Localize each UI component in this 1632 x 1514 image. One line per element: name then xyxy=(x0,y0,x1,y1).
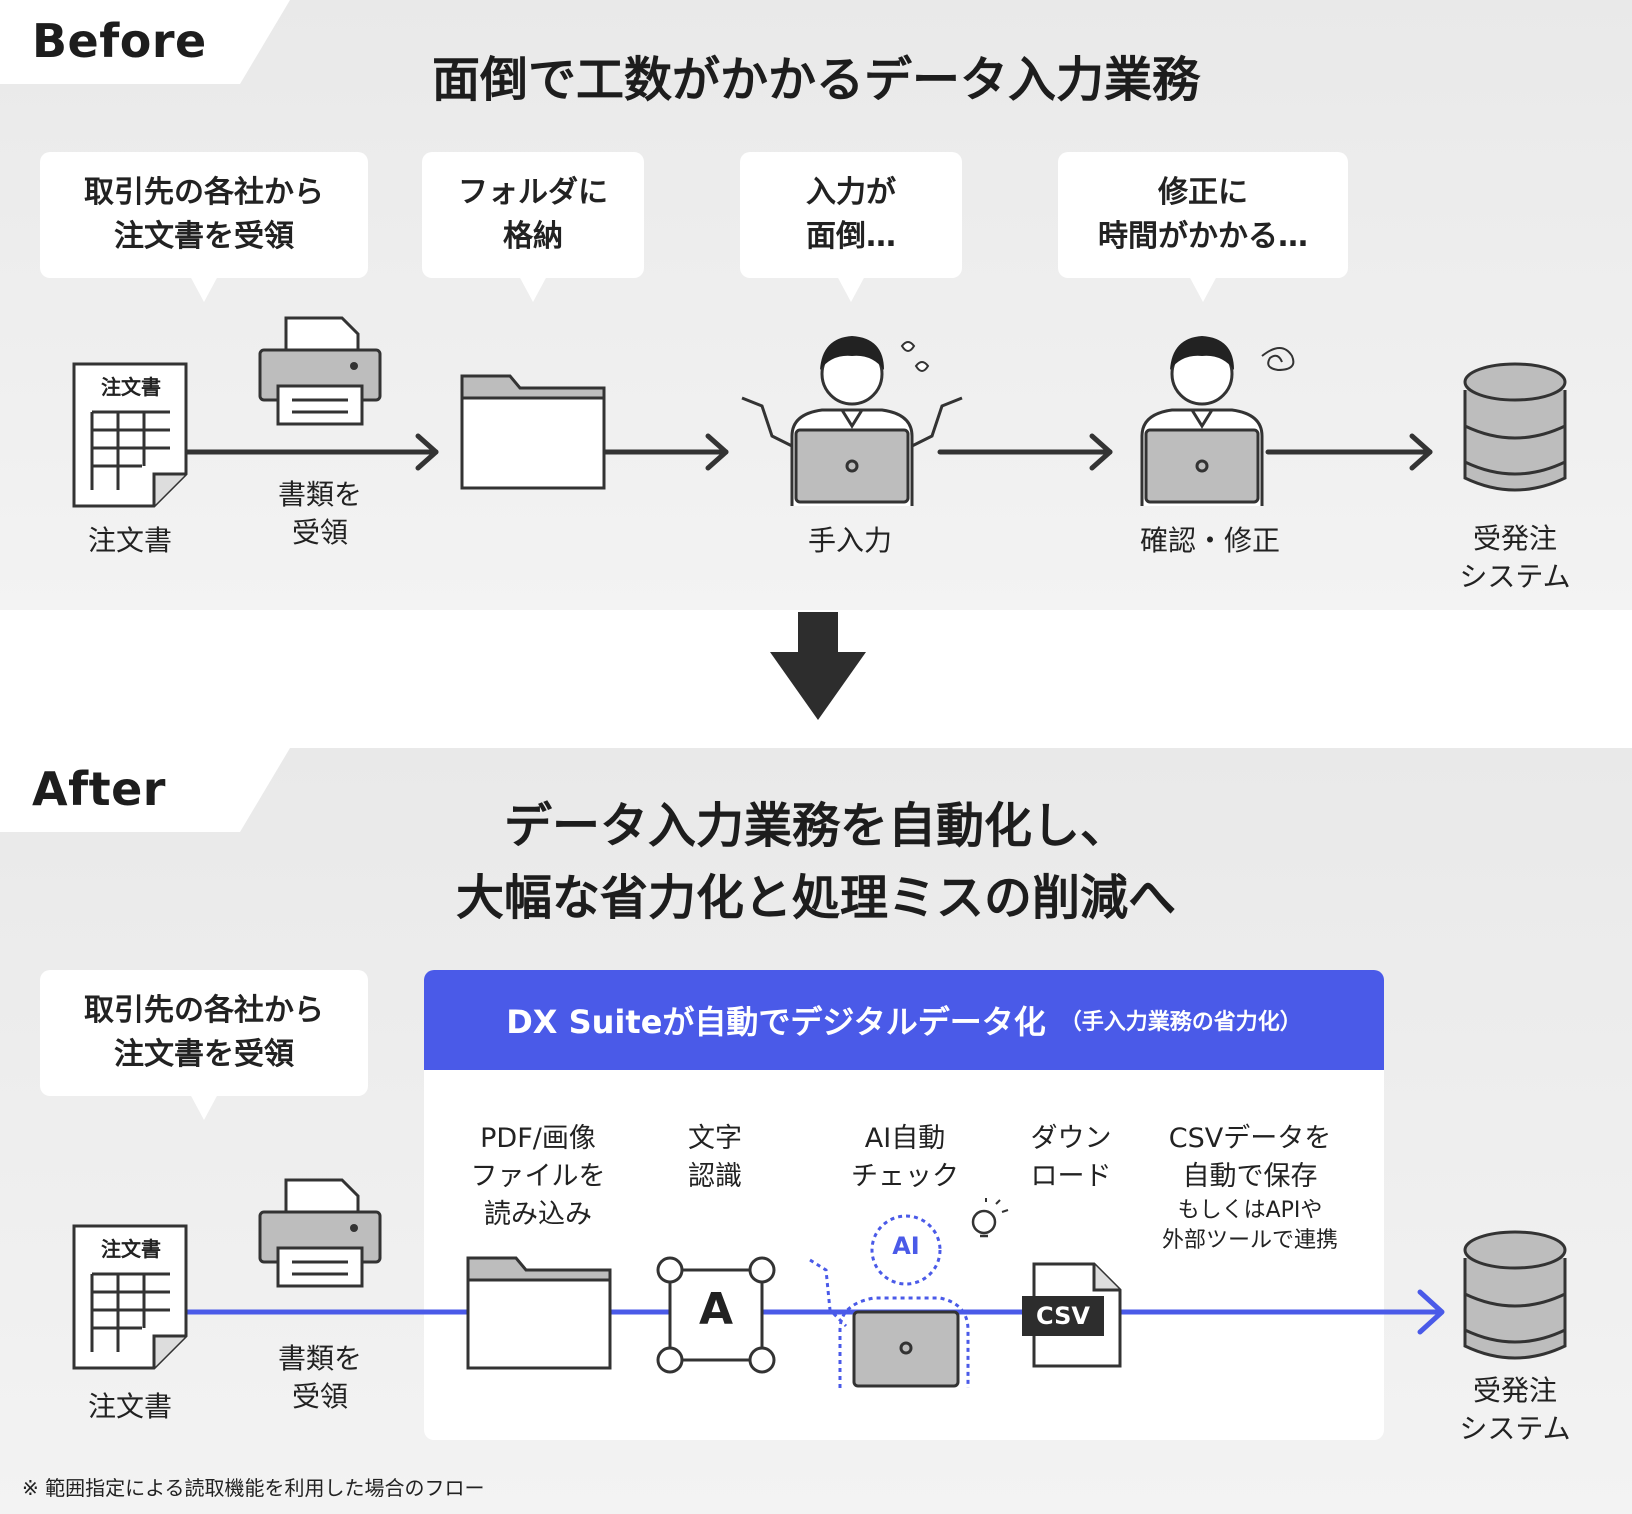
after-database-icon xyxy=(1463,1230,1567,1360)
after-bubble-receive: 取引先の各社から注文書を受領 xyxy=(40,970,368,1120)
label-document: 注文書 xyxy=(87,524,172,557)
folder-icon xyxy=(460,374,606,490)
before-tag: Before xyxy=(0,0,290,84)
after-document-icon xyxy=(72,1224,188,1370)
after-label-document: 注文書 xyxy=(87,1390,172,1423)
after-label-receive: 書類を受領 xyxy=(277,1342,362,1413)
printer-icon xyxy=(258,316,382,426)
person-check-icon xyxy=(1140,336,1295,506)
down-arrow-icon xyxy=(770,612,866,720)
step-load-file: PDF/画像ファイルを読み込み xyxy=(470,1123,606,1230)
label-receive: 書類を受領 xyxy=(277,478,362,549)
step-download: ダウンロード xyxy=(1030,1123,1112,1192)
dx-suite-header: DX Suiteが自動でデジタルデータ化（手入力業務の省力化） xyxy=(424,970,1384,1070)
after-title: データ入力業務を自動化し、 大幅な省力化と処理ミスの削減へ xyxy=(455,798,1176,926)
after-label-order-system: 受発注システム xyxy=(1459,1374,1571,1445)
label-check-fix: 確認・修正 xyxy=(1139,524,1280,557)
step-ai-check: AI自動チェック xyxy=(851,1123,959,1192)
ai-person-icon xyxy=(809,1214,970,1388)
document-header: 注文書 xyxy=(101,375,161,399)
document-icon xyxy=(72,362,188,508)
ai-badge: AI xyxy=(892,1232,920,1260)
before-title: 面倒で工数がかかるデータ入力業務 xyxy=(431,52,1200,108)
ocr-icon xyxy=(656,1256,776,1374)
database-icon xyxy=(1463,362,1567,492)
dx-folder-icon xyxy=(466,1256,612,1370)
lightbulb-icon xyxy=(971,1198,1009,1238)
bubble-input: 入力が面倒… xyxy=(740,152,962,302)
step-save-csv: CSVデータを自動で保存 もしくはAPIや外部ツールで連携 xyxy=(1161,1123,1338,1253)
bubble-fix: 修正に時間がかかる… xyxy=(1058,152,1348,302)
csv-badge: CSV xyxy=(1022,1296,1104,1336)
after-printer-icon xyxy=(258,1178,382,1288)
before-panel: Before 面倒で工数がかかるデータ入力業務 取引先の各社から注文書を受領 フ… xyxy=(0,0,1632,610)
dx-suite-box: DX Suiteが自動でデジタルデータ化（手入力業務の省力化） xyxy=(424,970,1384,1440)
after-document-header: 注文書 xyxy=(101,1237,161,1261)
bubble-receive: 取引先の各社から注文書を受領 xyxy=(40,152,368,302)
footnote: ※ 範囲指定による読取機能を利用した場合のフロー xyxy=(22,1476,485,1500)
label-manual-input: 手入力 xyxy=(807,524,892,557)
label-order-system: 受発注システム xyxy=(1459,522,1571,593)
bubble-folder: フォルダに格納 xyxy=(422,152,644,302)
ocr-letter: A xyxy=(698,1284,734,1335)
after-tag: After xyxy=(0,748,290,832)
person-manual-input-icon xyxy=(741,336,963,506)
step-ocr: 文字認識 xyxy=(688,1123,742,1192)
before-flow-arrows xyxy=(183,433,1433,471)
